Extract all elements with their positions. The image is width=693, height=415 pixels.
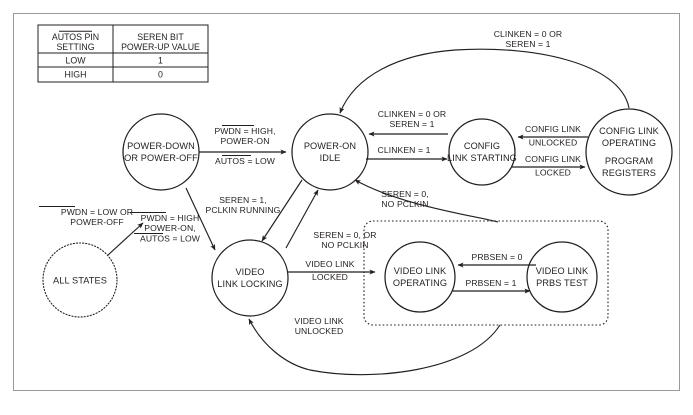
table-cell-value: 1 bbox=[158, 56, 163, 66]
table-cell-value: 0 bbox=[158, 70, 163, 80]
table-header-col1: AUTOS PIN SETTING bbox=[52, 30, 99, 52]
state-label: OPERATING bbox=[393, 278, 447, 288]
transition-config-link-operating-to-power-on-idle: CLINKEN = 0 OR SEREN = 1 bbox=[339, 29, 630, 114]
state-label: PROGRAM bbox=[605, 156, 653, 166]
edge-label-line: LOCKED bbox=[535, 168, 571, 178]
edge-label-line: PWDN = LOW OR bbox=[61, 207, 133, 217]
state-label: IDLE bbox=[320, 153, 341, 163]
transition-all-to-power-down: PWDN = LOW OR POWER-OFF bbox=[39, 206, 144, 256]
edge-label-line: CLINKEN = 0 OR bbox=[494, 29, 563, 39]
edge-label-line: NO PCLKIN bbox=[381, 199, 428, 209]
table-row: LOW 1 bbox=[65, 56, 163, 66]
edge-label-line: AUTOS = LOW bbox=[215, 156, 276, 166]
edge-label-line: POWER-ON, bbox=[144, 223, 196, 233]
edge-label: PWDN = HIGH POWER-ON, AUTOS = LOW bbox=[130, 212, 201, 244]
table-cell-setting: LOW bbox=[65, 56, 86, 66]
transition-power-on-idle-to-video-link-locking: SEREN = 1, PCLKIN RUNNING bbox=[206, 179, 303, 242]
state-label: CONFIG LINK bbox=[599, 126, 660, 136]
edge-label-line: SEREN = 0, bbox=[381, 189, 429, 199]
edge-label-line: PWDN = HIGH bbox=[141, 213, 200, 223]
edge-label-line: SEREN = 1 bbox=[505, 39, 550, 49]
edge-label-line: CLINKEN = 0 OR bbox=[378, 109, 447, 119]
edge-label-line: VIDEO LINK bbox=[294, 316, 343, 326]
transition-config-link-operating-to-config-link-starting: CONFIG LINK UNLOCKED bbox=[517, 124, 588, 148]
edge-label-line: AUTOS = LOW bbox=[140, 234, 201, 244]
table-header-col2-line2: POWER-UP VALUE bbox=[121, 42, 200, 52]
edge-label-line: SEREN = 0, OR bbox=[313, 230, 376, 240]
state-config-link-operating[interactable]: CONFIG LINK OPERATING PROGRAM REGISTERS bbox=[585, 108, 673, 196]
state-power-down-or-power-off[interactable]: POWER-DOWN OR POWER-OFF bbox=[122, 113, 200, 191]
edge-label-line: SEREN = 1, bbox=[219, 195, 267, 205]
transition-video-link-group-to-video-link-locking: VIDEO LINK UNLOCKED bbox=[248, 316, 501, 376]
edge-label-line: PWDN = HIGH, bbox=[214, 126, 275, 136]
table-row: HIGH 0 bbox=[65, 70, 164, 80]
edge-label: SEREN = 0, OR NO PCLKIN bbox=[313, 230, 376, 250]
state-label: ALL STATES bbox=[53, 276, 107, 286]
edge-label-line: PCLKIN RUNNING bbox=[206, 205, 281, 215]
video-link-group-box bbox=[363, 220, 609, 326]
transition-all-to-video-link-locking: PWDN = HIGH POWER-ON, AUTOS = LOW bbox=[130, 187, 216, 251]
table-header-col2: SEREN BIT POWER-UP VALUE bbox=[121, 32, 200, 52]
edge-label-line: POWER-OFF bbox=[70, 217, 123, 227]
state-label: OR POWER-OFF bbox=[124, 153, 198, 163]
transition-power-down-to-power-on-idle: PWDN = HIGH, POWER-ON AUTOS = LOW bbox=[199, 125, 287, 166]
state-label: POWER-DOWN bbox=[127, 141, 195, 151]
state-label: POWER-ON bbox=[304, 141, 356, 151]
edge-label-line: PRBSEN = 1 bbox=[466, 278, 517, 288]
edge-label-line: UNLOCKED bbox=[529, 138, 578, 148]
transition-power-on-idle-to-config-link-starting: CLINKEN = 1 bbox=[366, 145, 448, 162]
state-label: VIDEO bbox=[235, 267, 264, 277]
edge-label: CLINKEN = 0 OR SEREN = 1 bbox=[494, 29, 563, 49]
state-label: VIDEO LINK bbox=[536, 266, 589, 276]
transition-video-link-group-to-power-on-idle: SEREN = 0, NO PCLKIN bbox=[354, 179, 499, 223]
state-label: PRBS TEST bbox=[536, 278, 588, 288]
edge-label-line: PRBSEN = 0 bbox=[472, 252, 523, 262]
edge-label-line: POWER-ON bbox=[220, 136, 269, 146]
state-label: LINK STARTING bbox=[447, 153, 517, 163]
table-header-col1-line2: SETTING bbox=[56, 42, 94, 52]
edge-label-line: VIDEO LINK bbox=[305, 259, 354, 269]
state-video-link-prbs-test[interactable]: VIDEO LINK PRBS TEST bbox=[526, 241, 598, 313]
table-header-col2-line1: SEREN BIT bbox=[137, 32, 184, 42]
state-label: OPERATING bbox=[602, 138, 656, 148]
transition-video-link-operating-to-prbs-test: PRBSEN = 1 bbox=[452, 278, 531, 294]
state-label: LINK LOCKING bbox=[217, 279, 283, 289]
edge-label-line: NO PCLKIN bbox=[321, 240, 368, 250]
table-cell-setting: HIGH bbox=[65, 70, 87, 80]
state-power-on-idle[interactable]: POWER-ON IDLE bbox=[291, 113, 369, 191]
edge-label-line: UNLOCKED bbox=[295, 326, 344, 336]
edge-label-line: LOCKED bbox=[312, 272, 348, 282]
edge-label-line: CONFIG LINK bbox=[525, 154, 581, 164]
transition-config-link-starting-to-config-link-operating: CONFIG LINK LOCKED bbox=[512, 154, 586, 178]
state-label: CONFIG bbox=[464, 141, 500, 151]
edge-label-line: SEREN = 1 bbox=[389, 119, 434, 129]
transition-config-link-starting-to-power-on-idle: CLINKEN = 0 OR SEREN = 1 bbox=[368, 109, 448, 137]
edge-label: PWDN = LOW OR POWER-OFF bbox=[39, 206, 133, 227]
edge-label-line: CLINKEN = 1 bbox=[378, 145, 431, 155]
state-label: REGISTERS bbox=[602, 168, 656, 178]
edge-label: CLINKEN = 0 OR SEREN = 1 bbox=[378, 109, 447, 129]
edge-label: PWDN = HIGH, POWER-ON AUTOS = LOW bbox=[214, 125, 276, 166]
transition-prbs-test-to-video-link-operating: PRBSEN = 0 bbox=[457, 252, 536, 268]
edge-label: VIDEO LINK LOCKED bbox=[305, 259, 354, 282]
table-header-col1-line1: AUTOS PIN bbox=[52, 32, 99, 42]
edge-label: VIDEO LINK UNLOCKED bbox=[294, 316, 343, 336]
state-all-states[interactable]: ALL STATES bbox=[42, 242, 118, 318]
state-video-link-locking[interactable]: VIDEO LINK LOCKING bbox=[211, 239, 289, 317]
state-label: VIDEO LINK bbox=[394, 266, 447, 276]
edge-label: SEREN = 1, PCLKIN RUNNING bbox=[206, 195, 281, 215]
autos-pin-table: AUTOS PIN SETTING SEREN BIT POWER-UP VAL… bbox=[37, 24, 209, 83]
state-video-link-operating[interactable]: VIDEO LINK OPERATING bbox=[384, 241, 456, 313]
transition-video-link-locking-to-power-on-idle: SEREN = 0, OR NO PCLKIN bbox=[285, 189, 376, 250]
figure-border bbox=[13, 13, 680, 391]
edge-label-line: CONFIG LINK bbox=[525, 124, 581, 134]
state-config-link-starting[interactable]: CONFIG LINK STARTING bbox=[447, 118, 517, 186]
edge-label: CONFIG LINK LOCKED bbox=[525, 154, 581, 178]
edge-label: CONFIG LINK UNLOCKED bbox=[525, 124, 581, 148]
edge-label: SEREN = 0, NO PCLKIN bbox=[381, 189, 429, 209]
transition-video-link-locking-to-video-link-operating: VIDEO LINK LOCKED bbox=[288, 259, 376, 282]
